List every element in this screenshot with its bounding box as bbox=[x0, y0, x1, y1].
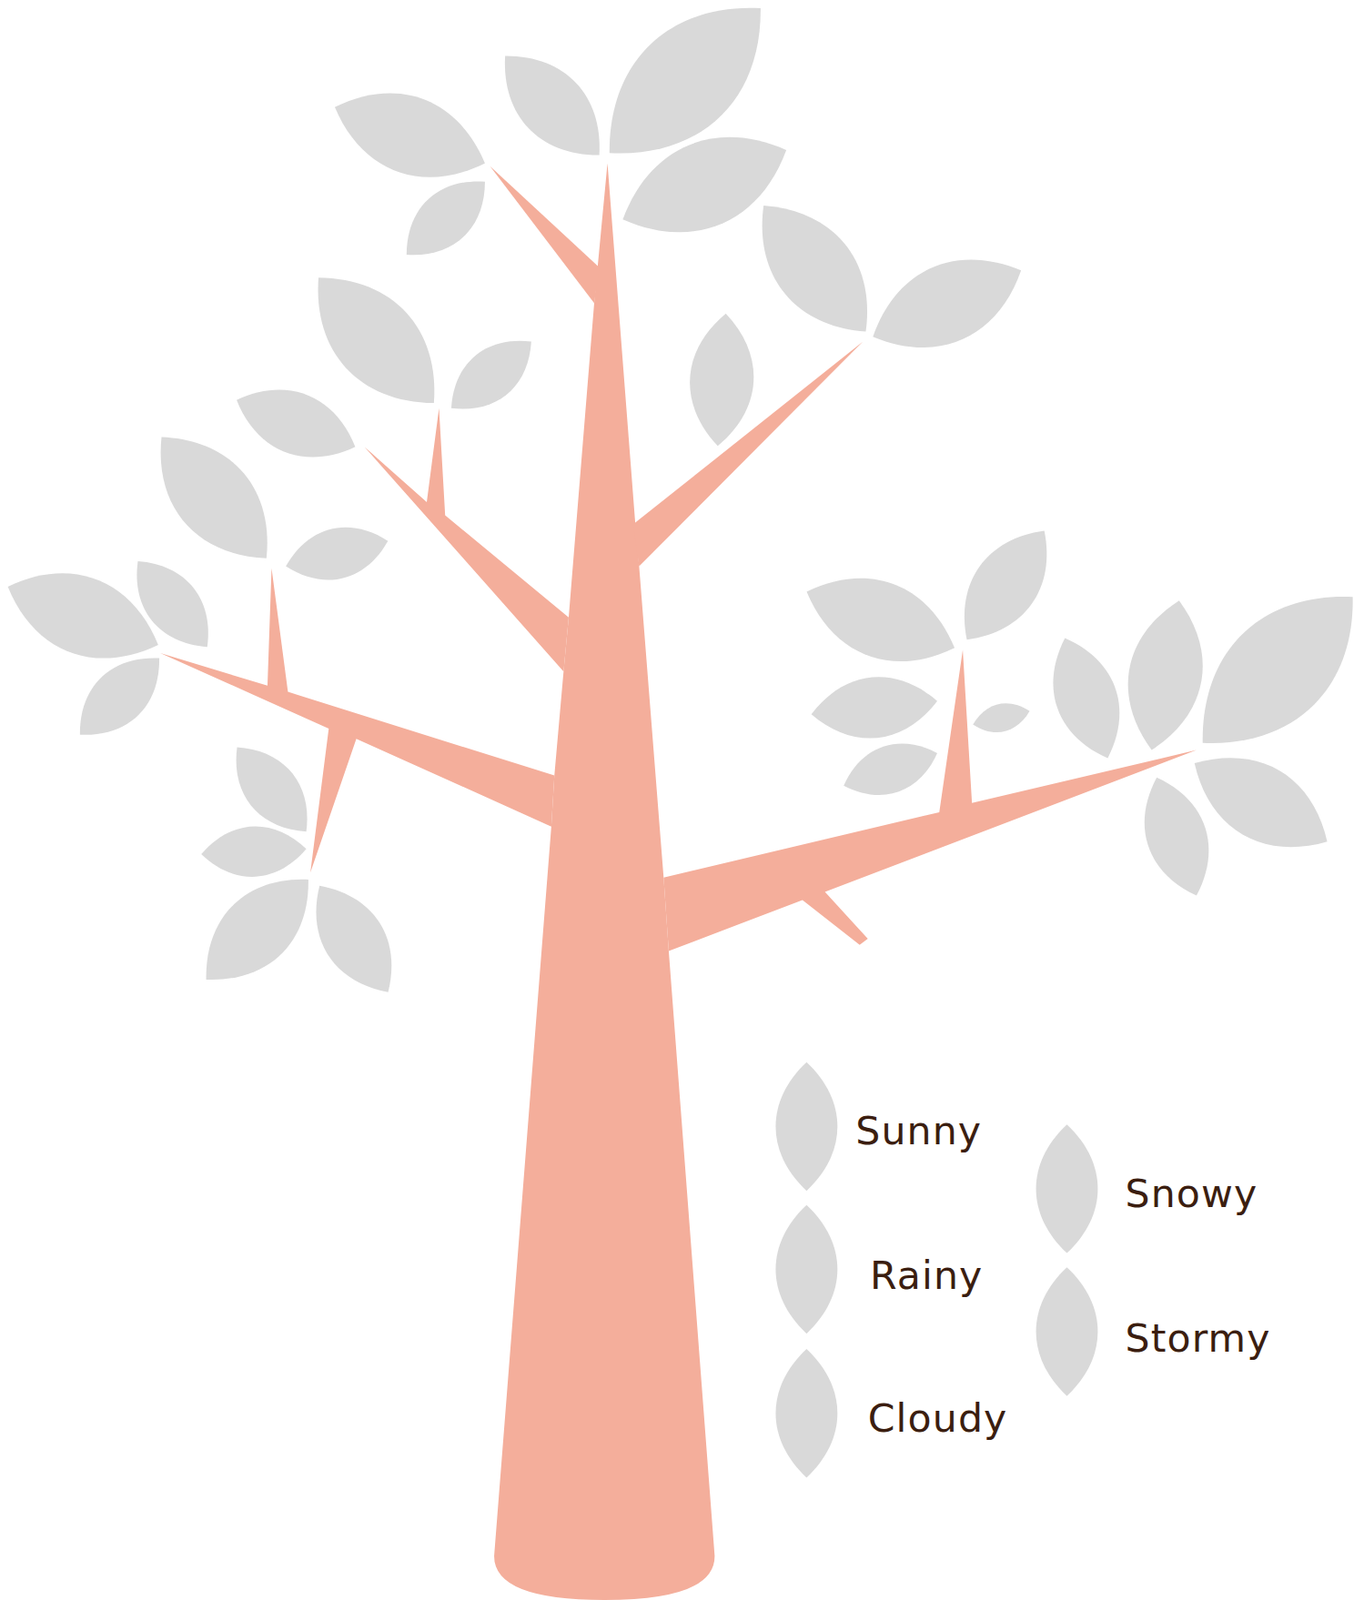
leaf bbox=[793, 556, 969, 685]
legend-leaf bbox=[1036, 1267, 1099, 1396]
leaf bbox=[61, 639, 179, 755]
leaf bbox=[969, 697, 1033, 739]
leaf bbox=[279, 516, 395, 592]
legend-label: Sunny bbox=[855, 1107, 982, 1155]
leaf bbox=[733, 181, 897, 356]
leaf bbox=[857, 234, 1038, 373]
leaf bbox=[940, 512, 1071, 659]
legend-leaf bbox=[775, 1349, 838, 1478]
leaf bbox=[481, 33, 624, 179]
leaf bbox=[225, 371, 367, 475]
branch bbox=[364, 408, 569, 672]
legend-leaf bbox=[1036, 1124, 1099, 1253]
leaf bbox=[389, 162, 504, 274]
leaf bbox=[1115, 594, 1215, 758]
leaf bbox=[321, 70, 499, 200]
legend-leaf bbox=[775, 1062, 838, 1192]
leaf bbox=[200, 824, 308, 880]
legend-label: Snowy bbox=[1124, 1171, 1258, 1219]
leaf bbox=[117, 545, 228, 665]
leaf bbox=[836, 730, 946, 809]
branch bbox=[490, 166, 600, 304]
legend-label: Stormy bbox=[1124, 1315, 1271, 1364]
tree-trunk bbox=[160, 162, 1197, 1600]
legend-label: Rainy bbox=[869, 1252, 984, 1300]
leaf bbox=[686, 312, 758, 449]
leaf bbox=[434, 322, 547, 427]
leaf bbox=[1036, 627, 1137, 769]
branch bbox=[160, 568, 555, 873]
legend-swatches bbox=[775, 1062, 1098, 1479]
leaf bbox=[181, 855, 333, 1005]
leaf bbox=[1167, 561, 1364, 779]
leaf bbox=[293, 869, 415, 1010]
legend-label: Cloudy bbox=[868, 1395, 1009, 1444]
leaf bbox=[808, 670, 940, 745]
leaf bbox=[132, 412, 296, 584]
leaf bbox=[1128, 767, 1225, 906]
legend-leaf bbox=[775, 1205, 838, 1334]
leaves bbox=[0, 0, 1364, 1010]
